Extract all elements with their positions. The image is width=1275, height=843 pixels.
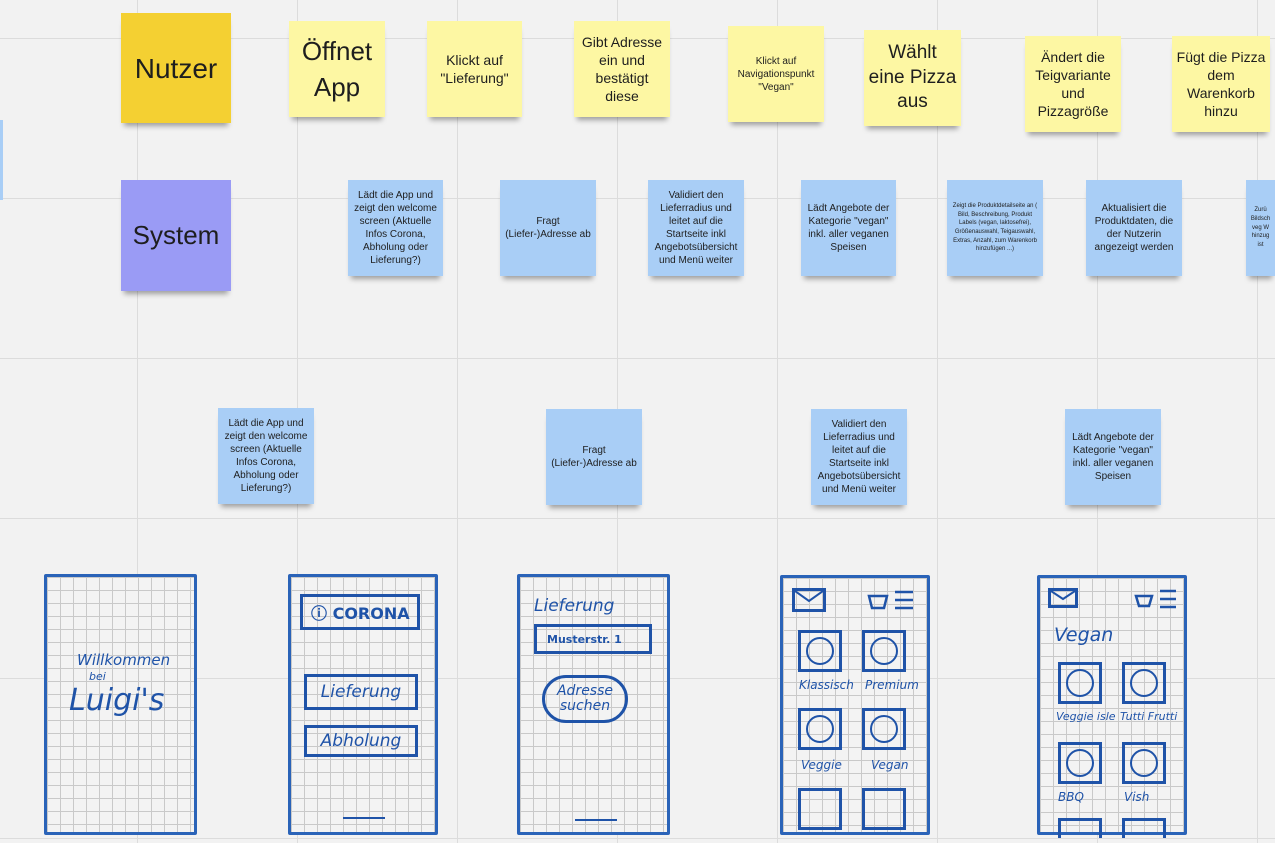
vegan-item-tutti-frutti: Tutti Frutti bbox=[1120, 710, 1178, 723]
menu-item-premium: Premium bbox=[865, 678, 919, 692]
sketch-corona-info: ⓘ CORONA bbox=[300, 594, 420, 630]
mail-icon bbox=[1048, 588, 1078, 608]
lower-note-load-app[interactable]: Lädt die App und zeigt den welcome scree… bbox=[218, 408, 314, 504]
lower-note-validate-radius[interactable]: Validiert den Lieferradius und leitet au… bbox=[811, 409, 907, 505]
sketch-welcome-brand: Luigi's bbox=[69, 683, 165, 718]
system-note-validate-radius[interactable]: Validiert den Lieferradius und leitet au… bbox=[648, 180, 744, 276]
system-note-ask-address[interactable]: Fragt (Liefer-)Adresse ab bbox=[500, 180, 596, 276]
offscreen-note-edge bbox=[0, 120, 3, 200]
pizza-icon bbox=[862, 708, 906, 750]
vegan-item-vish: Vish bbox=[1124, 790, 1150, 804]
vegan-item-veggie-isle: Veggie isle bbox=[1056, 710, 1116, 723]
pizza-icon bbox=[798, 708, 842, 750]
user-note-choose-pizza[interactable]: Wählt eine Pizza aus bbox=[864, 30, 961, 126]
sketch-address-title: Lieferung bbox=[534, 596, 615, 616]
pizza-icon bbox=[1122, 662, 1166, 704]
system-note-load-app[interactable]: Lädt die App und zeigt den welcome scree… bbox=[348, 180, 443, 276]
cart-menu-icon bbox=[867, 590, 913, 610]
sketch-delivery-button: Lieferung bbox=[304, 674, 418, 710]
sketch-welcome-line1: Willkommen bbox=[77, 651, 171, 669]
pizza-icon bbox=[798, 630, 842, 672]
pizza-icon bbox=[862, 630, 906, 672]
vegan-item-bbq: BBQ bbox=[1058, 790, 1084, 804]
user-note-change-dough[interactable]: Ändert die Teigvariante und Pizzagröße bbox=[1025, 36, 1121, 132]
user-note-enter-address[interactable]: Gibt Adresse ein und bestätigt diese bbox=[574, 21, 670, 117]
pizza-icon bbox=[1122, 818, 1166, 838]
menu-item-veggie: Veggie bbox=[801, 758, 842, 772]
user-note-click-delivery[interactable]: Klickt auf "Lieferung" bbox=[427, 21, 522, 117]
system-note-cut-off[interactable]: Zurü Bildsch veg W hinzug ist bbox=[1246, 180, 1275, 276]
sketch-street-input: Musterstr. 1 bbox=[534, 624, 652, 654]
pizza-icon bbox=[1058, 662, 1102, 704]
cart-menu-icon bbox=[1134, 589, 1176, 609]
sketch-start-screen[interactable]: ⓘ CORONA Lieferung Abholung bbox=[288, 574, 438, 835]
mail-icon bbox=[792, 588, 826, 612]
sketch-pickup-button: Abholung bbox=[304, 725, 418, 757]
sketch-home-indicator bbox=[343, 817, 385, 819]
sketch-search-address-button: Adresse suchen bbox=[542, 675, 628, 723]
sketch-welcome-screen[interactable]: Willkommen bei Luigi's bbox=[44, 574, 197, 835]
sketch-vegan-screen[interactable]: Vegan Veggie isle Tutti Frutti BBQ Vish bbox=[1037, 575, 1187, 838]
pizza-icon bbox=[1058, 742, 1102, 784]
sketch-address-screen[interactable]: Lieferung Musterstr. 1 Adresse suchen bbox=[517, 574, 670, 835]
lower-note-load-vegan[interactable]: Lädt Angebote der Kategorie "vegan" inkl… bbox=[1065, 409, 1161, 505]
system-note-load-vegan[interactable]: Lädt Angebote der Kategorie "vegan" inkl… bbox=[801, 180, 896, 276]
row-header-user[interactable]: Nutzer bbox=[121, 13, 231, 123]
sketch-welcome-line2: bei bbox=[89, 670, 106, 683]
lower-note-ask-address[interactable]: Fragt (Liefer-)Adresse ab bbox=[546, 409, 642, 505]
row-header-system[interactable]: System bbox=[121, 180, 231, 291]
pizza-icon bbox=[1058, 818, 1102, 838]
system-note-update-product[interactable]: Aktualisiert die Produktdaten, die der N… bbox=[1086, 180, 1182, 276]
menu-item-classic: Klassisch bbox=[799, 678, 854, 692]
user-note-click-vegan[interactable]: Klickt auf Navigationspunkt "Vegan" bbox=[728, 26, 824, 122]
pizza-icon bbox=[798, 788, 842, 830]
sketch-vegan-title: Vegan bbox=[1054, 624, 1114, 646]
user-note-open-app[interactable]: Öffnet App bbox=[289, 21, 385, 117]
menu-item-vegan: Vegan bbox=[871, 758, 909, 772]
system-note-product-detail[interactable]: Zeigt die Produktdetailseite an ( Bild, … bbox=[947, 180, 1043, 276]
user-note-add-to-cart[interactable]: Fügt die Pizza dem Warenkorb hinzu bbox=[1172, 36, 1270, 132]
sketch-menu-screen[interactable]: Klassisch Premium Veggie Vegan bbox=[780, 575, 930, 835]
pizza-icon bbox=[1122, 742, 1166, 784]
pizza-icon bbox=[862, 788, 906, 830]
sketch-home-indicator bbox=[575, 819, 617, 821]
